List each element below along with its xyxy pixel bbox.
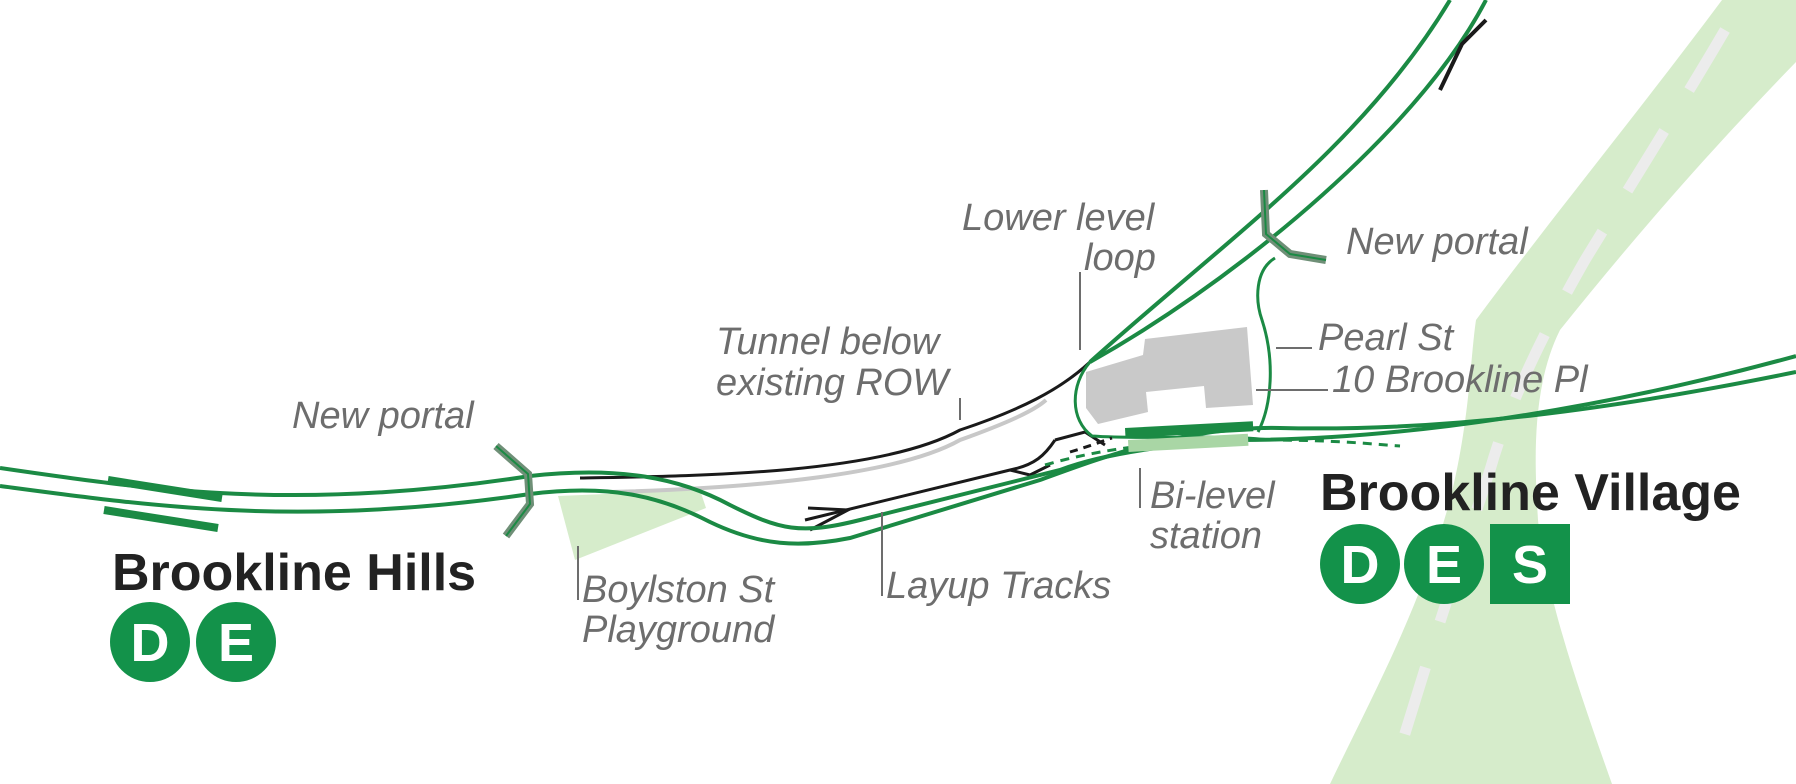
svg-text:E: E <box>218 613 254 673</box>
lower-level-dashed-spur <box>1069 436 1113 454</box>
portal-west-icon-inner <box>495 445 532 537</box>
building-10-brookline-pl <box>1086 327 1253 424</box>
svg-text:E: E <box>1426 535 1462 595</box>
label-bilevel-line2: station <box>1150 515 1262 557</box>
label-tunnel-line2: existing ROW <box>716 362 951 404</box>
label-new-portal-west: New portal <box>292 395 475 437</box>
bilevel-station-platform <box>1125 421 1254 438</box>
route-bullet-village-e: E <box>1404 524 1484 604</box>
layup-tracks <box>804 430 1106 532</box>
label-pearl-st: Pearl St <box>1318 317 1455 359</box>
station-name-brookline-hills: Brookline Hills <box>112 544 476 602</box>
portal-east-icon-inner <box>1263 189 1327 261</box>
crossover-track <box>1438 18 1488 91</box>
label-tunnel-line1: Tunnel below <box>716 321 942 363</box>
route-bullet-hills-e: E <box>196 602 276 682</box>
lower-level-dashed <box>1044 438 1401 467</box>
boylston-playground <box>558 490 706 560</box>
label-lower-loop-line1: Lower level <box>962 197 1156 239</box>
tunnel-below-row <box>579 360 1092 480</box>
green-line-mainline <box>0 354 1796 546</box>
hills-platform-north <box>107 476 223 502</box>
portal-west-icon <box>493 442 535 539</box>
route-bullet-village-s: S <box>1490 524 1570 604</box>
loop-connector <box>1256 256 1276 433</box>
route-bullet-village-d: D <box>1320 524 1400 604</box>
label-new-portal-east: New portal <box>1346 221 1529 263</box>
existing-row <box>609 398 1048 494</box>
label-brookline-pl: 10 Brookline Pl <box>1332 359 1589 401</box>
route-bullet-hills-d: D <box>110 602 190 682</box>
green-line-northeast <box>1088 0 1488 364</box>
svg-text:D: D <box>131 613 170 673</box>
label-playground-line1: Boylston St <box>582 569 776 611</box>
leader-lines <box>577 272 1328 600</box>
label-layup-tracks: Layup Tracks <box>886 565 1111 607</box>
hills-platform-south <box>103 506 219 532</box>
label-playground-line2: Playground <box>582 609 776 651</box>
station-name-brookline-village: Brookline Village <box>1320 464 1741 522</box>
label-bilevel-line1: Bi-level <box>1150 475 1276 517</box>
svg-text:D: D <box>1341 535 1380 595</box>
label-lower-loop-line2: loop <box>1084 237 1156 279</box>
park-path <box>1394 27 1730 752</box>
svg-text:S: S <box>1512 535 1548 595</box>
bilevel-station-area <box>1128 433 1249 452</box>
